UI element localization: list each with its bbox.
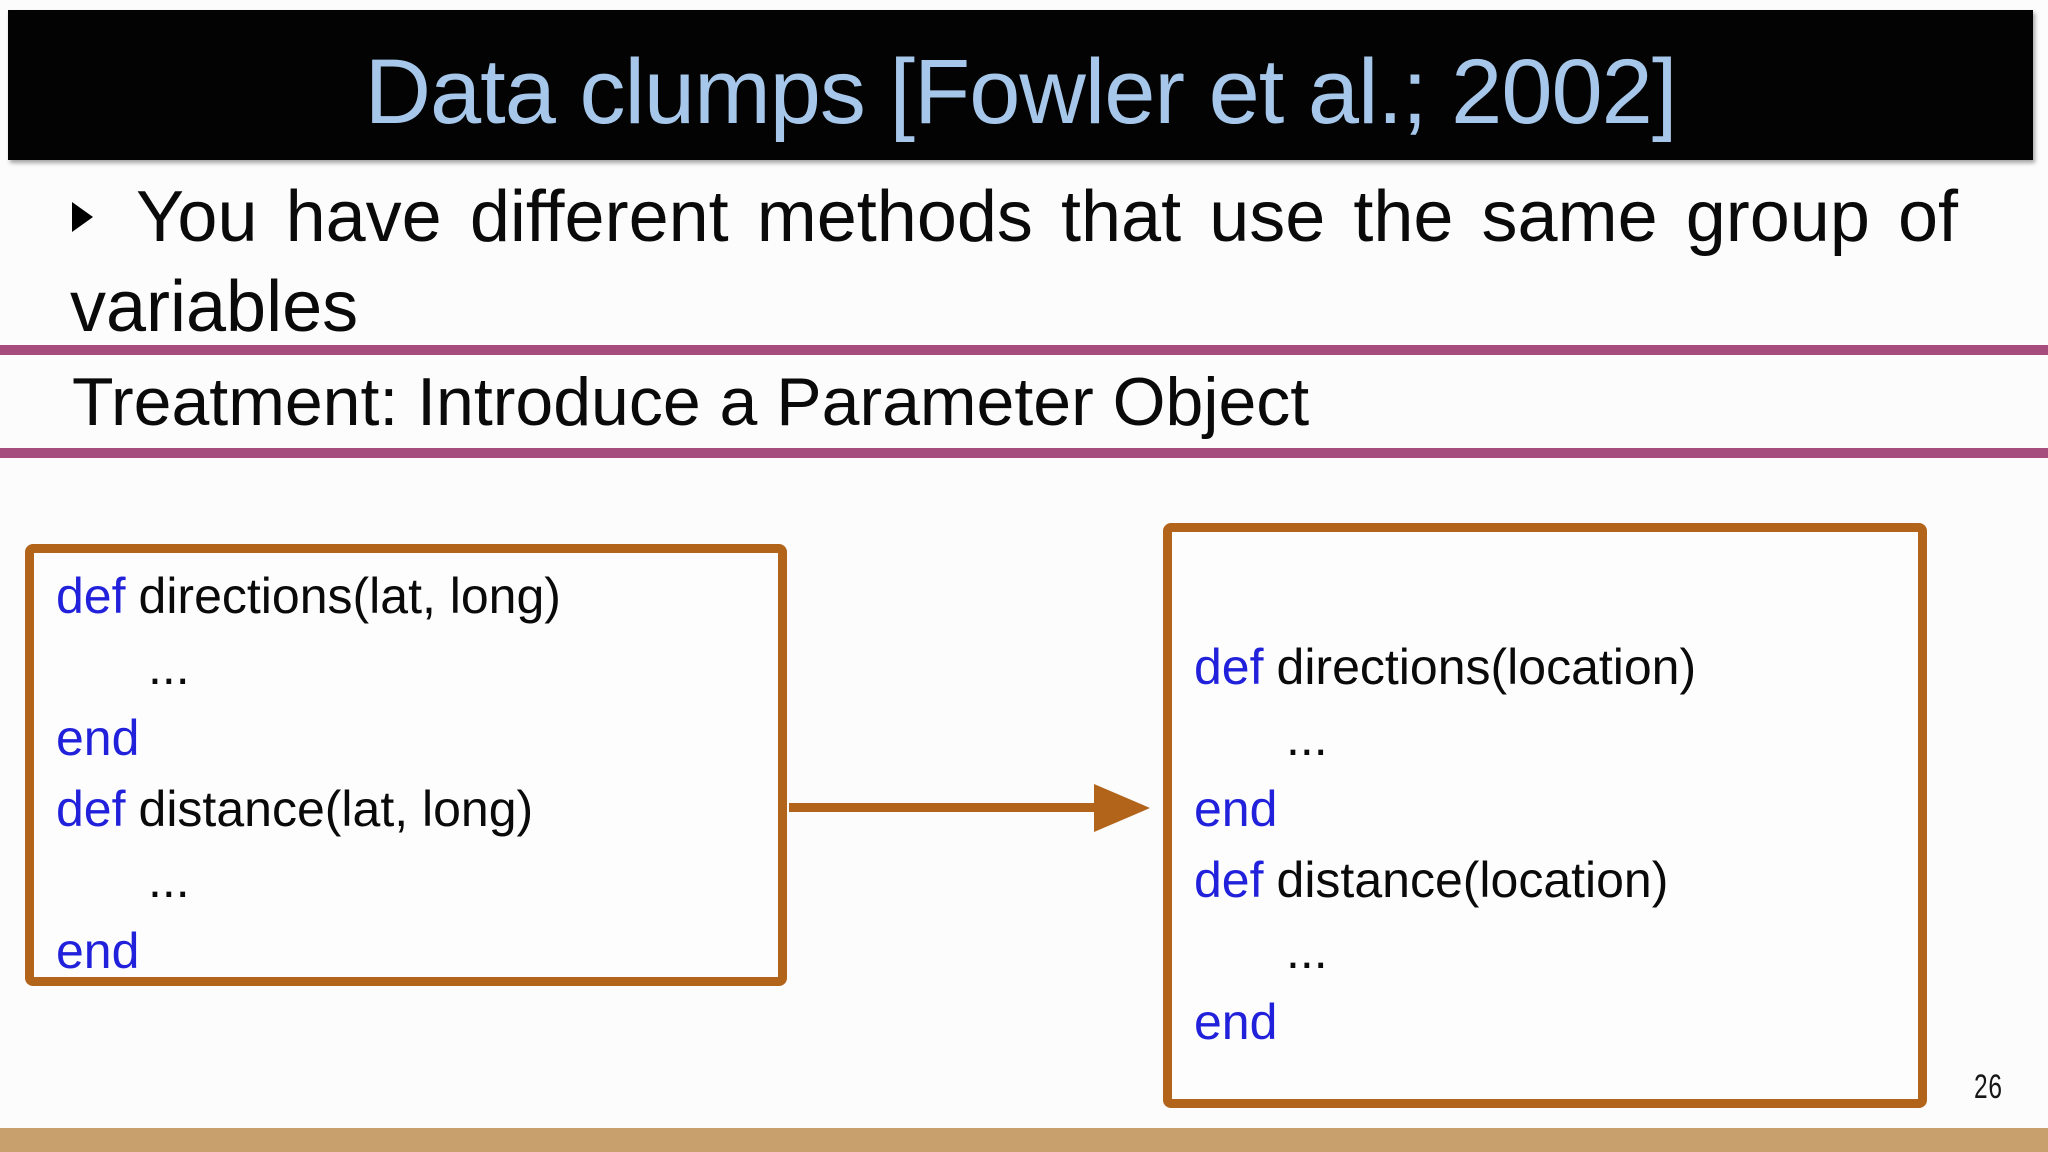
code-line: ... — [1194, 916, 1918, 987]
code-line: end — [56, 703, 778, 774]
code-line: end — [56, 916, 778, 987]
triangle-bullet-icon — [72, 202, 94, 232]
keyword: def — [56, 781, 126, 837]
keyword: def — [56, 568, 126, 624]
code-line: end — [1194, 774, 1918, 845]
code-text: ... — [148, 852, 190, 908]
code-text: distance(lat, long) — [138, 781, 534, 837]
keyword: def — [1194, 639, 1264, 695]
page-number: 26 — [1974, 1068, 2003, 1106]
code-text: ... — [1286, 923, 1328, 979]
code-text: ... — [148, 639, 190, 695]
treatment-heading: Treatment: Introduce a Parameter Object — [72, 363, 1310, 440]
keyword: def — [1194, 852, 1264, 908]
title-banner: Data clumps [Fowler et al.; 2002] — [8, 10, 2033, 160]
keyword: end — [1194, 994, 1278, 1050]
code-line: ... — [56, 632, 778, 703]
code-text: directions(lat, long) — [138, 568, 561, 624]
bullet-text-line1: You have different methods that use the … — [136, 177, 1958, 257]
slide-title: Data clumps [Fowler et al.; 2002] — [364, 41, 1678, 143]
transform-arrow-head-icon — [1094, 784, 1150, 832]
divider-line-bottom — [0, 448, 2048, 458]
keyword: end — [56, 710, 140, 766]
code-text: directions(location) — [1276, 639, 1697, 695]
code-text: ... — [1286, 710, 1328, 766]
code-line: ... — [1194, 703, 1918, 774]
bullet-paragraph: You have different methods that use the … — [72, 172, 1958, 262]
bullet-text-line2: variables — [70, 267, 359, 347]
code-text: distance(location) — [1276, 852, 1669, 908]
keyword: end — [56, 923, 140, 979]
code-line: ... — [56, 845, 778, 916]
footer-bar — [0, 1128, 2048, 1152]
divider-line-top — [0, 345, 2048, 355]
transform-arrow-shaft — [789, 803, 1099, 812]
keyword: end — [1194, 781, 1278, 837]
code-line: end — [1194, 987, 1918, 1058]
